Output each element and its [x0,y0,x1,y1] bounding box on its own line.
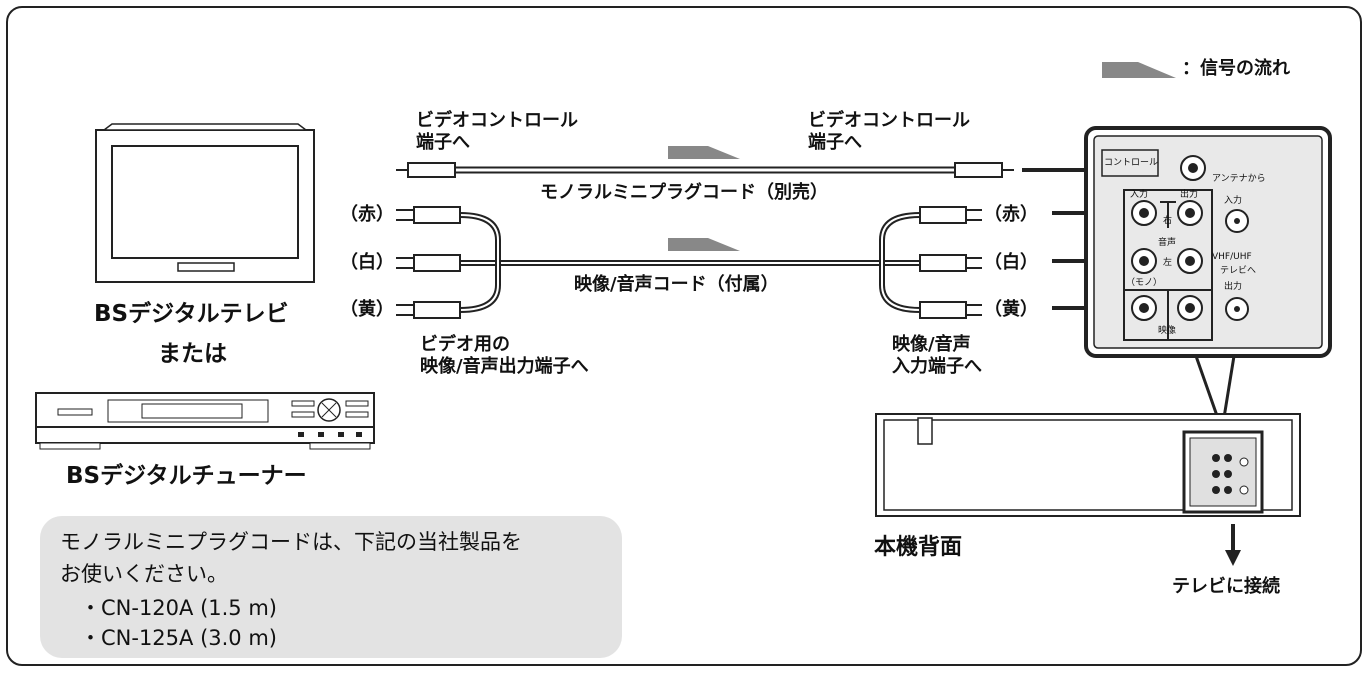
left-dest-label-2: 映像/音声出力端子へ [420,356,589,377]
down-arrow-icon [1225,524,1241,566]
tv-icon [95,123,315,283]
right-dest-label-1: 映像/音声 [892,334,971,355]
legend-label: ：信号の流れ [1182,58,1290,79]
panel-antenna-in: 入力 [1224,196,1243,206]
note-box: モノラルミニプラグコードは、下記の当社製品を お使いください。 ・CN-120A… [40,516,622,658]
control-right-label-2: 端子へ [808,132,862,153]
panel-audio-label: 音声 [1158,238,1177,248]
av-cable-name: 映像/音声コード（付属） [574,274,779,295]
plug-left-yellow: （黄） [340,299,394,320]
tv-connect-label: テレビに接続 [1172,576,1280,597]
diagram-frame [6,6,1362,666]
panel-to-tv: テレビへ [1220,266,1257,276]
panel-video-label: 映像 [1158,326,1177,336]
plug-left-white: （白） [340,252,394,273]
left-dest-label-1: ビデオ用の [420,334,510,355]
control-right-label-1: ビデオコントロール [808,110,970,131]
mono-mini-cable [396,162,1014,178]
right-dest-label-2: 入力端子へ [892,356,982,377]
panel-left-label: 左 [1163,258,1173,268]
plug-right-yellow: （黄） [984,299,1038,320]
tuner-icon [35,392,375,450]
av-cable [396,206,982,319]
panel-antenna-from: アンテナから [1212,174,1266,184]
note-line-1: モノラルミニプラグコードは、下記の当社製品を [60,530,522,554]
or-label: または [158,341,227,367]
panel-in-label: 入力 [1130,190,1149,200]
panel-antenna-out: 出力 [1224,282,1243,292]
rear-panel-zoom [1084,126,1332,358]
mono-cable-name: モノラルミニプラグコード（別売） [540,182,828,203]
control-left-label-1: ビデオコントロール [416,110,578,131]
panel-vhf-label: VHF/UHF [1212,252,1252,262]
vcr-rear-icon [875,413,1301,517]
note-line-2: お使いください。 [60,562,228,586]
panel-out-label: 出力 [1180,190,1199,200]
plug-right-red: （赤） [984,204,1038,225]
tv-label: BSデジタルテレビ [94,301,289,327]
control-left-label-2: 端子へ [416,132,470,153]
plug-right-white: （白） [984,252,1038,273]
note-item-2: ・CN-125A (3.0 m) [80,626,277,650]
panel-mono-label: （モノ） [1126,278,1163,288]
plug-left-red: （赤） [340,204,394,225]
signal-arrow-control [668,146,740,159]
panel-right-label: 右 [1163,216,1173,226]
signal-flow-legend-arrow [1102,62,1176,78]
note-item-1: ・CN-120A (1.5 m) [80,596,277,620]
panel-control-label: コントロール [1104,158,1159,168]
tuner-label: BSデジタルチューナー [66,463,307,489]
signal-arrow-av [668,238,740,251]
rear-label: 本機背面 [874,535,963,560]
